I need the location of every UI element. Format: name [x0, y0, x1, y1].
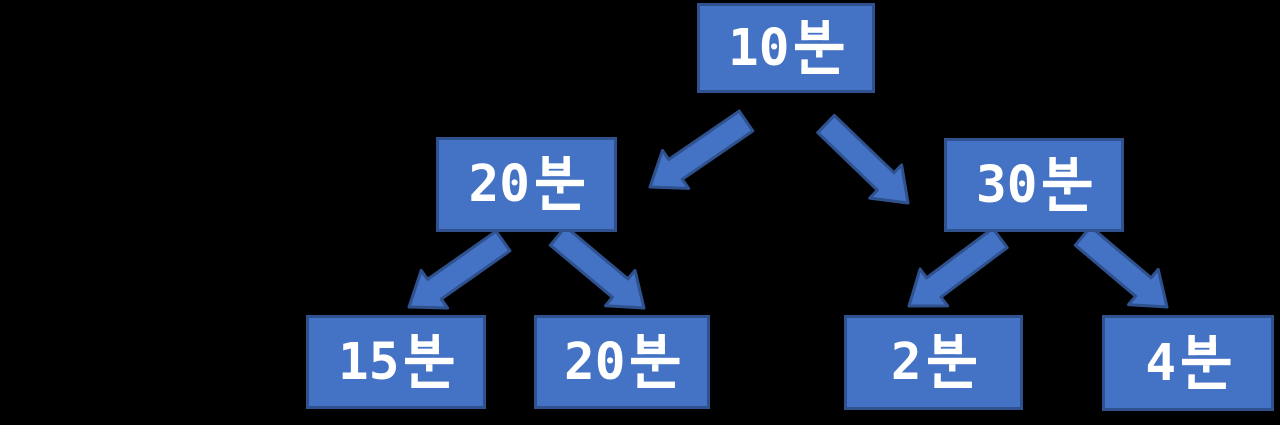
node-minutes-value: 10	[728, 18, 790, 78]
arrow-10min-to-20min	[648, 109, 755, 190]
node-minutes-value: 20	[564, 332, 626, 392]
minutes-bun-icon	[1182, 334, 1231, 389]
minutes-bun-icon	[631, 333, 680, 388]
node-leaf-2min: 2	[844, 315, 1023, 410]
arrow-30min-to-2min	[907, 226, 1009, 308]
minutes-bun-icon	[1043, 156, 1092, 211]
arrow-30min-to-4min	[1073, 225, 1169, 309]
node-minutes-value: 2	[890, 333, 922, 392]
arrow-10min-to-30min	[816, 113, 910, 205]
node-minutes-value: 30	[976, 155, 1038, 215]
minutes-bun-icon	[927, 334, 977, 388]
node-minutes-value: 4	[1145, 333, 1177, 393]
node-left-20min: 20	[436, 137, 617, 232]
minutes-bun-icon	[405, 333, 454, 388]
minutes-bun-icon	[795, 19, 844, 74]
arrow-20min-to-20min-leaf	[548, 225, 646, 310]
minutes-bun-icon	[535, 156, 585, 210]
arrow-20min-to-15min	[407, 229, 512, 310]
node-root-10min: 10	[697, 3, 875, 93]
node-leaf-15min: 15	[306, 315, 486, 409]
node-leaf-20min: 20	[534, 315, 710, 409]
node-leaf-4min: 4	[1102, 315, 1274, 411]
node-minutes-value: 20	[468, 155, 530, 214]
node-minutes-value: 15	[338, 332, 400, 392]
node-right-30min: 30	[944, 138, 1124, 232]
